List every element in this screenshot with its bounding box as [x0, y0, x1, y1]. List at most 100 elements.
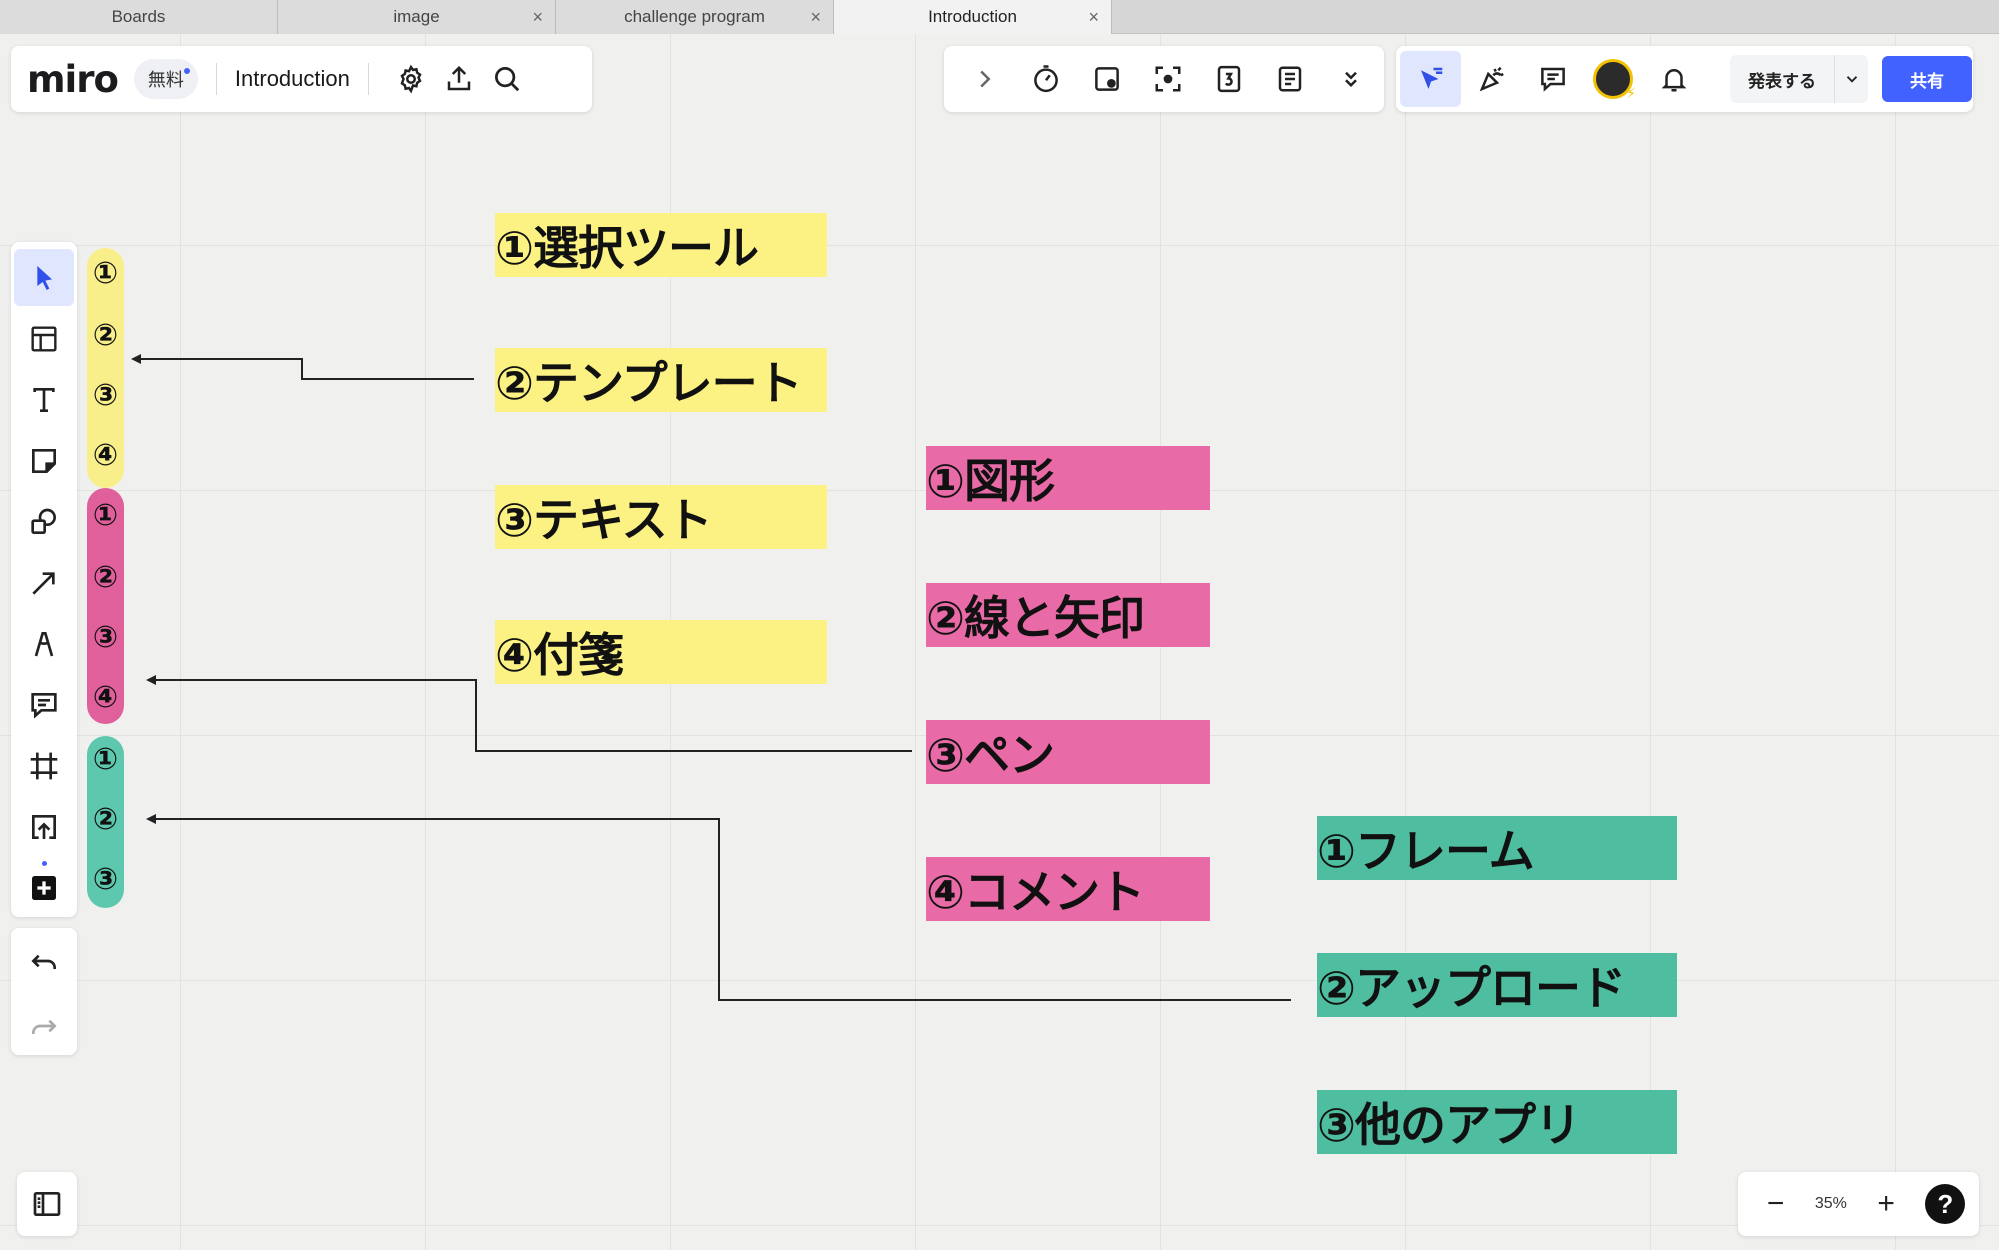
comment-tool[interactable] — [14, 676, 74, 733]
sticky-note[interactable]: ①選択ツール — [495, 213, 827, 277]
sticky-note[interactable]: ③ペン — [926, 720, 1210, 784]
more-tools-button[interactable] — [1320, 55, 1381, 103]
arrow-tool[interactable] — [14, 554, 74, 611]
apps-tool[interactable] — [14, 859, 74, 916]
comments-icon — [1540, 67, 1565, 92]
share-toolbar: ⚡ 発表する 共有 — [1396, 46, 1973, 112]
bell-icon — [1661, 69, 1686, 92]
upload-icon — [32, 814, 56, 839]
text-tool[interactable] — [14, 371, 74, 428]
upload-icon — [447, 65, 471, 91]
card-button[interactable] — [1076, 55, 1137, 103]
shapes-tool[interactable] — [14, 493, 74, 550]
browser-tab-strip: Boards image × challenge program × Intro… — [0, 0, 1999, 34]
arrow-icon — [32, 571, 55, 595]
board-title[interactable]: Introduction — [234, 66, 350, 91]
tab-label: image — [393, 7, 440, 26]
arrowhead — [146, 675, 156, 685]
gear-icon — [400, 64, 422, 94]
redo-button[interactable] — [14, 1001, 74, 1058]
present-label: 発表する — [1748, 71, 1816, 91]
help-button[interactable]: ? — [1925, 1184, 1966, 1224]
text-icon — [33, 387, 55, 412]
counter-button[interactable] — [1198, 55, 1259, 103]
teal-pill[interactable] — [87, 736, 124, 908]
creation-toolbar — [11, 242, 77, 917]
new-badge-dot — [42, 861, 47, 866]
redo-icon — [32, 1019, 57, 1034]
divider — [367, 63, 369, 95]
tab-label: challenge program — [624, 7, 765, 26]
notification-dot — [183, 68, 190, 74]
zoom-level[interactable]: 35% — [1814, 1195, 1847, 1212]
sidebar-icon — [33, 1192, 61, 1216]
present-button[interactable]: 発表する — [1730, 55, 1868, 103]
sticky-note[interactable]: ②アップロード — [1317, 953, 1677, 1017]
settings-button[interactable] — [387, 55, 435, 103]
browser-tab-challenge-program[interactable]: challenge program × — [556, 0, 834, 34]
notes-icon — [1278, 66, 1301, 92]
miro-logo[interactable]: miro — [27, 57, 119, 101]
sticky-note[interactable]: ①フレーム — [1317, 816, 1677, 880]
history-toolbar — [11, 928, 77, 1055]
celebrate-button[interactable] — [1461, 51, 1522, 107]
sidebar-toggle-button[interactable] — [17, 1172, 77, 1236]
browser-tab-boards[interactable]: Boards — [0, 0, 278, 34]
card-icon — [1094, 67, 1119, 91]
zoom-in-button[interactable]: + — [1877, 1187, 1895, 1220]
sticky-note[interactable]: ④付箋 — [495, 620, 827, 684]
frame-tool[interactable] — [14, 737, 74, 794]
share-button[interactable]: 共有 — [1882, 56, 1972, 102]
undo-icon — [31, 954, 56, 969]
pill-number: ④ — [92, 680, 119, 715]
collaboration-toolbar — [944, 46, 1384, 112]
plan-badge[interactable]: 無料 — [133, 59, 198, 99]
pill-number: ① — [92, 498, 119, 533]
sticky-note[interactable]: ④コメント — [926, 857, 1210, 921]
double-chevron-down-icon — [1344, 71, 1357, 88]
sticky-note[interactable]: ②線と矢印 — [926, 583, 1210, 647]
undo-button[interactable] — [14, 936, 74, 993]
templates-tool[interactable] — [14, 310, 74, 367]
pink-pill[interactable] — [87, 488, 124, 724]
frame-icon — [30, 752, 58, 779]
sticky-note[interactable]: ①図形 — [926, 446, 1210, 510]
browser-tab-introduction[interactable]: Introduction × — [834, 0, 1112, 34]
zoom-controls: − 35% + ? — [1738, 1172, 1979, 1236]
select-icon — [37, 265, 52, 290]
expand-toolbar-button[interactable] — [954, 55, 1015, 103]
cursor-select-icon — [1420, 67, 1442, 89]
sticky-note[interactable]: ③テキスト — [495, 485, 827, 549]
sticky-note-tool[interactable] — [14, 432, 74, 489]
focus-button[interactable] — [1137, 55, 1198, 103]
tab-label: Introduction — [928, 7, 1017, 26]
browser-tab-image[interactable]: image × — [278, 0, 556, 34]
close-icon[interactable]: × — [810, 7, 821, 27]
comments-button[interactable] — [1522, 51, 1583, 107]
sticky-note[interactable]: ②テンプレート — [495, 348, 827, 412]
chevron-down-icon — [1846, 76, 1857, 83]
search-button[interactable] — [483, 55, 531, 103]
cursor-select-button[interactable] — [1400, 51, 1461, 107]
tab-label: Boards — [111, 7, 166, 26]
pill-number: ② — [92, 318, 119, 353]
connector-pen — [149, 679, 912, 752]
close-icon[interactable]: × — [532, 7, 543, 27]
upload-tool[interactable] — [14, 798, 74, 855]
export-button[interactable] — [435, 55, 483, 103]
timer-button[interactable] — [1015, 55, 1076, 103]
comment-icon — [31, 692, 57, 719]
sticky-note[interactable]: ③他のアプリ — [1317, 1090, 1677, 1154]
avatar[interactable]: ⚡ — [1593, 59, 1636, 101]
pen-tool[interactable] — [14, 615, 74, 672]
pill-number: ② — [92, 802, 119, 837]
pill-number: ③ — [92, 378, 119, 413]
timer-icon — [1033, 65, 1058, 93]
present-options-button[interactable] — [1834, 55, 1868, 103]
yellow-pill[interactable] — [87, 248, 124, 488]
notifications-button[interactable] — [1643, 51, 1704, 107]
select-tool[interactable] — [14, 249, 74, 306]
zoom-out-button[interactable]: − — [1766, 1187, 1785, 1220]
close-icon[interactable]: × — [1088, 7, 1099, 27]
notes-button[interactable] — [1259, 55, 1320, 103]
